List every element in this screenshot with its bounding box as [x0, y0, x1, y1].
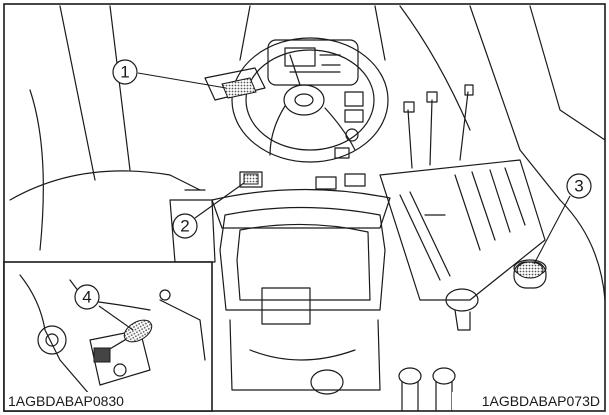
leader-line-4: [98, 305, 134, 331]
floor-knob-3: [432, 367, 456, 385]
dash-key: [345, 128, 359, 142]
cab-right-window: [399, 5, 606, 301]
lever-guide: [399, 191, 451, 281]
lower-switch-2: [315, 176, 337, 190]
lower-switch-3: [344, 173, 366, 187]
seat-plate: [261, 287, 311, 325]
inset-bolt-3: [159, 289, 171, 301]
inset-bolt-1-center: [45, 333, 59, 347]
inset-bracket: [89, 329, 151, 386]
floor-knob-1: [310, 369, 344, 395]
callout-circle-1: [112, 59, 138, 85]
right-console: [379, 159, 546, 301]
steering-wheel-rim-outer: [231, 37, 389, 163]
steering-wheel-spokes: [269, 54, 356, 156]
seat-back: [219, 206, 386, 311]
steering-wheel-hub: [283, 84, 325, 116]
inset-bolt-1: [37, 325, 67, 355]
floor-knob-2-stem: [401, 381, 419, 411]
switch-2-highlight: [243, 173, 259, 185]
leader-line-3: [533, 195, 571, 265]
inset-lever-knob-4: [123, 319, 153, 343]
cab-left-pillar: [29, 5, 131, 251]
callout-3: 3: [574, 177, 583, 196]
dash-switch-2: [344, 109, 364, 123]
inset-figure-code: 1AGBDABAP0830: [8, 393, 124, 409]
shift-lever-2: [426, 91, 438, 166]
main-code-backdrop: [452, 392, 602, 410]
console-ribs: [454, 167, 526, 251]
inset-lever-base: [93, 347, 111, 363]
callout-circle-3: [566, 173, 592, 199]
callout-circle-2: [172, 213, 198, 239]
leader-line-1: [137, 72, 227, 89]
inset-code-backdrop: [5, 392, 140, 410]
dash-switch-3: [334, 147, 350, 159]
leader-line-2: [194, 182, 245, 219]
combination-switch-lever: [204, 67, 266, 101]
steering-wheel-rim-inner: [245, 49, 375, 151]
cluster-display: [284, 47, 316, 67]
callout-1: 1: [120, 63, 129, 82]
steering-wheel-hub-logo: [294, 93, 314, 107]
console-knob-lower-stem: [454, 309, 471, 331]
callout-circle-4: [74, 284, 100, 310]
seat-suspension: [229, 319, 381, 391]
knob-3-highlight: [516, 261, 544, 279]
seat-base: [211, 188, 391, 229]
console-knob-lower: [445, 288, 479, 312]
main-figure-code: 1AGBDABAP073D: [482, 393, 600, 409]
inset-bolt-2: [113, 363, 127, 377]
dash-switch-1: [344, 91, 364, 107]
shift-lever-1: [403, 101, 415, 169]
callout-4: 4: [82, 288, 91, 307]
cab-right-pillar: [469, 5, 606, 201]
left-floor-panel: [169, 189, 216, 263]
callout-2: 2: [180, 217, 189, 236]
lever-1-grip: [221, 77, 257, 99]
highlighted-parts: [221, 77, 544, 279]
lower-switch-1: [239, 171, 263, 188]
floor-knob-2: [398, 367, 422, 385]
cab-rear-outline: [9, 170, 201, 201]
shift-lever-3: [459, 84, 474, 161]
steering-column: [239, 5, 386, 61]
